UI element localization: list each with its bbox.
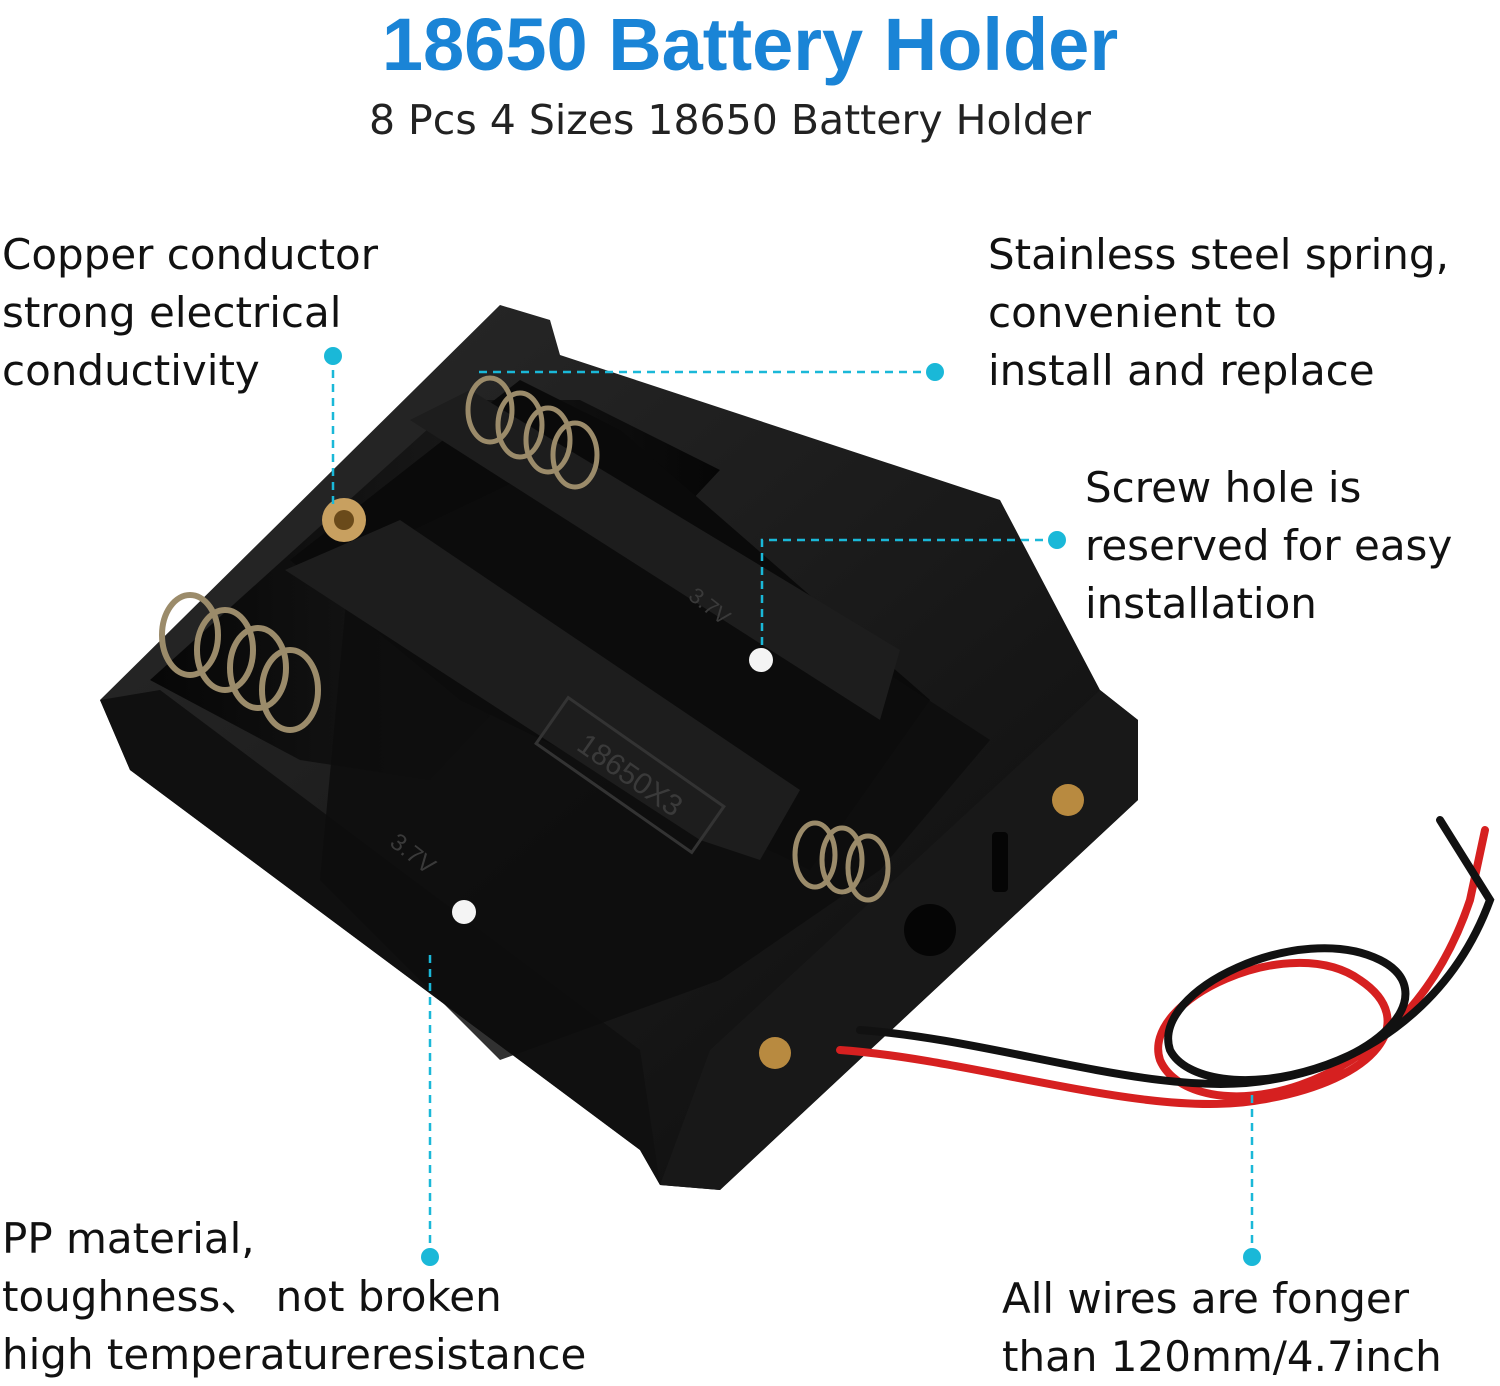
callout-line: convenient to bbox=[988, 288, 1277, 337]
end-slot bbox=[992, 832, 1008, 892]
callout-screw-hole: Screw hole is reserved for easy installa… bbox=[1085, 459, 1452, 633]
callout-line: All wires are fonger bbox=[1002, 1274, 1409, 1323]
callout-line: PP material, bbox=[2, 1214, 255, 1263]
callout-line: Copper conductor bbox=[2, 230, 379, 279]
callout-line: conductivity bbox=[2, 346, 260, 395]
brass-rivet-1-inner bbox=[334, 510, 354, 530]
callout-line: reserved for easy bbox=[1085, 521, 1453, 570]
dot-screw bbox=[1048, 531, 1066, 549]
callout-copper-conductor: Copper conductor strong electrical condu… bbox=[2, 226, 378, 400]
callout-line: installation bbox=[1085, 579, 1317, 628]
spring-bottom bbox=[792, 820, 891, 903]
callout-line: toughness、 not broken bbox=[2, 1272, 502, 1321]
slot-ridge-2 bbox=[410, 390, 900, 720]
end-hole bbox=[904, 904, 956, 956]
brass-rivet-2 bbox=[1052, 784, 1084, 816]
slot-ridge-1 bbox=[285, 520, 800, 860]
callout-steel-spring: Stainless steel spring, convenient to in… bbox=[988, 226, 1449, 400]
callout-line: install and replace bbox=[988, 346, 1375, 395]
connector-screw bbox=[760, 538, 1057, 650]
dot-wires bbox=[1243, 1248, 1261, 1266]
dot-pp bbox=[421, 1248, 439, 1266]
spring-top bbox=[465, 375, 600, 490]
callout-line: high temperatureresistance bbox=[2, 1330, 587, 1379]
dot-copper bbox=[324, 347, 342, 365]
page-subtitle: 8 Pcs 4 Sizes 18650 Battery Holder bbox=[368, 96, 1092, 144]
callout-wire-length: All wires are fonger than 120mm/4.7inch bbox=[1002, 1270, 1442, 1386]
wire-red bbox=[836, 826, 1489, 1109]
callout-line: than 120mm/4.7inch bbox=[1002, 1332, 1442, 1381]
spring-left bbox=[159, 592, 321, 733]
callout-line: Stainless steel spring, bbox=[988, 230, 1449, 279]
wire-black bbox=[856, 816, 1495, 1089]
page-title: 18650 Battery Holder bbox=[381, 3, 1119, 86]
brass-rivet-3 bbox=[759, 1037, 791, 1069]
callout-pp-material: PP material, toughness、 not broken high … bbox=[2, 1210, 586, 1384]
callout-line: strong electrical bbox=[2, 288, 342, 337]
dot-spring bbox=[926, 363, 944, 381]
callout-line: Screw hole is bbox=[1085, 463, 1362, 512]
screw-hole-top bbox=[749, 648, 773, 672]
screw-hole-bottom bbox=[452, 900, 476, 924]
